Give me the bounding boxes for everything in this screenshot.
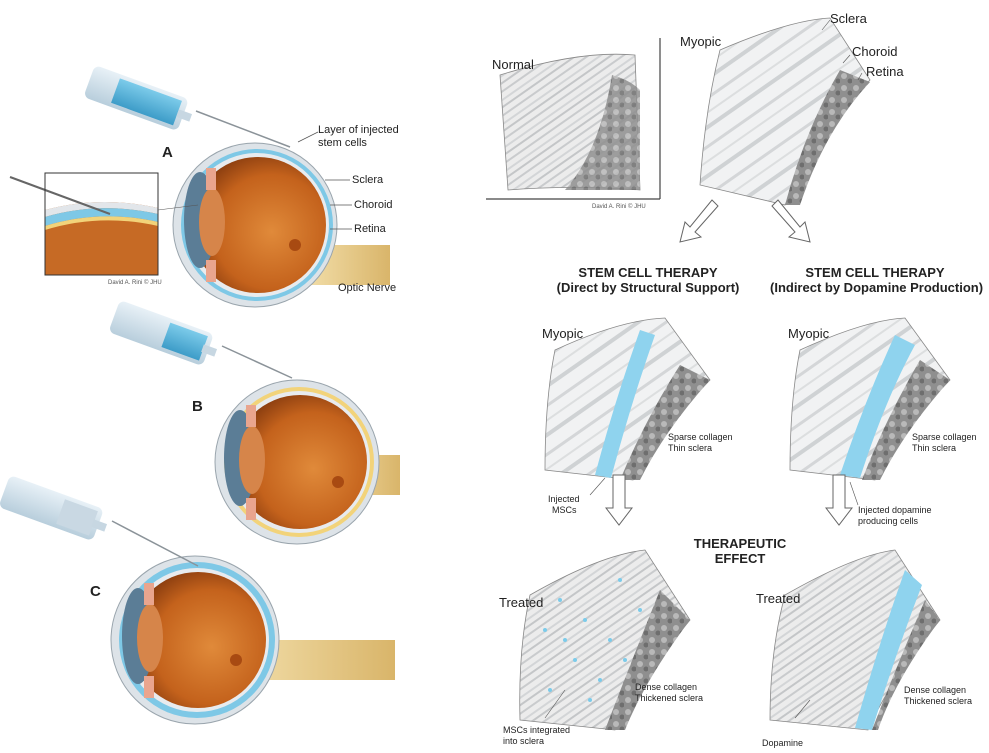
label-sclera-top: Sclera [830,13,867,25]
label-dopamine: Dopamine [762,738,803,748]
syringe-b [108,300,292,378]
label-treated-left: Treated [499,597,543,609]
label-thick-right: Thickened sclera [904,696,972,706]
label-myopic-top: Myopic [680,36,721,48]
label-injected-left: Injected [548,494,580,504]
label-dense-right: Dense collagen [904,685,966,695]
eye-c [111,556,395,724]
label-into-sclera: into sclera [503,736,544,746]
label-choroid-top: Choroid [852,46,898,58]
arrows-top [680,200,810,242]
label-thick-left: Thickened sclera [635,693,703,703]
syringe-c [0,475,198,566]
label-retina-top: Retina [866,66,904,78]
label-injected-layer-2: stem cells [318,137,367,149]
label-treated-right: Treated [756,593,800,605]
credit-top: David A. Rini © JHU [592,201,646,213]
label-choroid-a: Choroid [354,199,393,211]
label-therapeutic: THERAPEUTIC [680,536,800,551]
arrow-right-down [826,475,852,525]
label-injected-dopamine: Injected dopamine [858,505,932,515]
panel-label-b: B [192,401,203,413]
label-thin-right: Thin sclera [912,443,956,453]
label-injected-layer: Layer of injected [318,124,399,136]
panel-label-c: C [90,586,101,598]
label-retina-a: Retina [354,223,386,235]
label-sparse-left: Sparse collagen [668,432,733,442]
title-left-therapy: STEM CELL THERAPY [553,265,743,280]
arrow-left-down [606,475,632,525]
label-normal: Normal [492,59,534,71]
label-optic-nerve: Optic Nerve [338,282,396,294]
title-right-therapy: STEM CELL THERAPY [770,265,980,280]
label-sclera-a: Sclera [352,174,383,186]
section-left-treated [520,550,690,730]
section-normal [500,54,640,190]
label-myopic-left: Myopic [542,328,583,340]
credit-inset: David A. Rini © JHU [108,277,162,289]
subtitle-left-therapy: (Direct by Structural Support) [553,280,743,295]
section-left-myopic [545,318,710,480]
section-right-myopic [790,318,950,480]
label-dense-left: Dense collagen [635,682,697,692]
label-thin-left: Thin sclera [668,443,712,453]
label-effect: EFFECT [680,551,800,566]
eye-b [215,380,400,544]
syringe-a [83,65,290,147]
section-myopic-top [700,18,870,205]
label-msc-integrated: MSCs integrated [503,725,570,735]
panel-label-a: A [162,147,173,159]
inset-a [10,173,158,275]
label-producing-cells: producing cells [858,516,918,526]
label-myopic-right: Myopic [788,328,829,340]
label-mscs-left: MSCs [552,505,577,515]
label-sparse-right: Sparse collagen [912,432,977,442]
subtitle-right-therapy: (Indirect by Dopamine Production) [770,280,980,295]
